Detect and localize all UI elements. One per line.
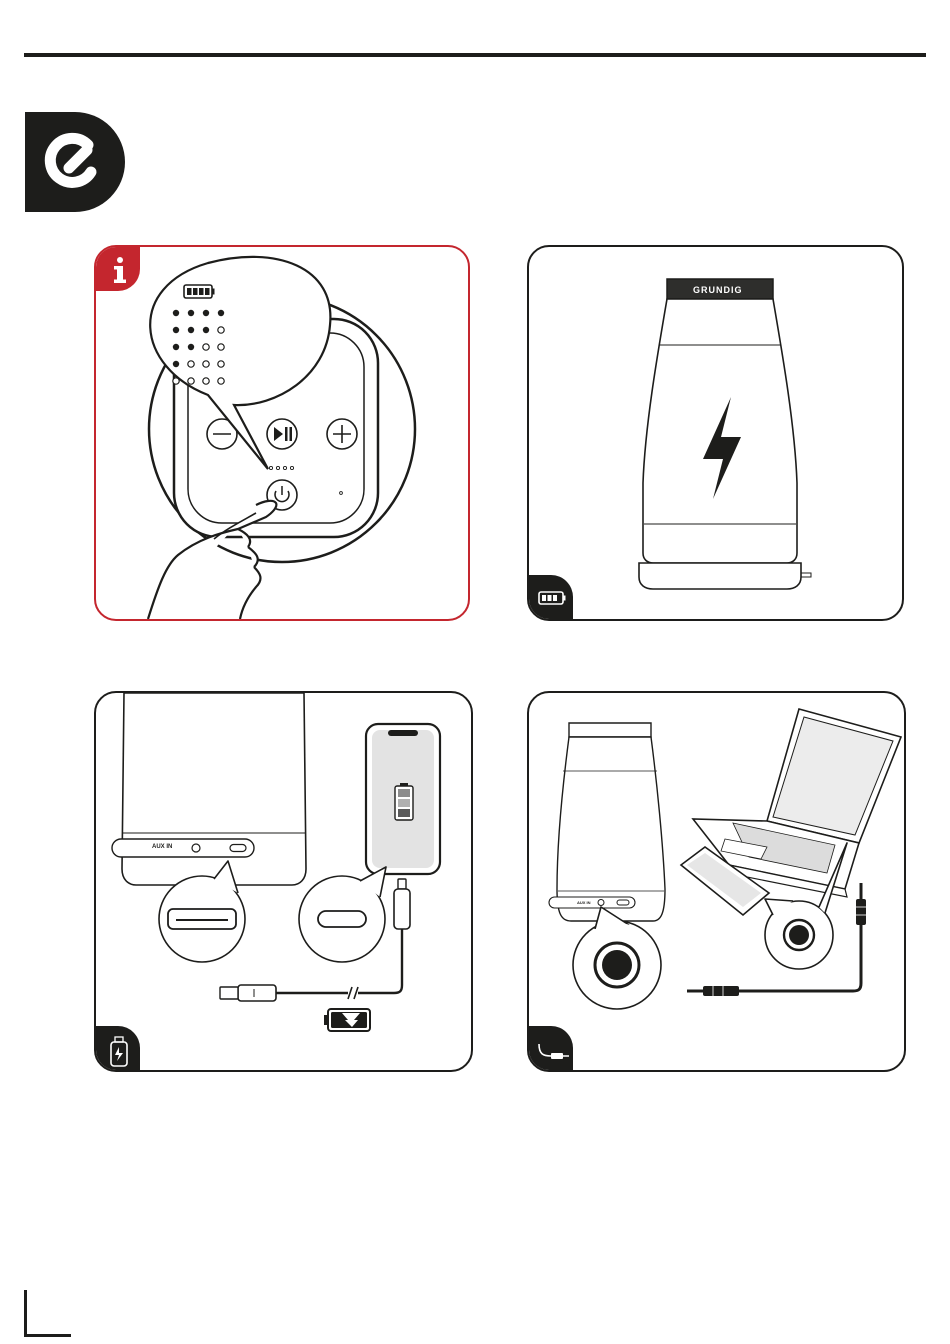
panel-usb-phone-charging: AUX IN [94, 691, 473, 1072]
battery-led-dot [203, 378, 209, 384]
battery-full-icon [529, 575, 573, 619]
aux-in-port-label: AUX IN [152, 844, 172, 850]
panel-charging-speaker: GRUNDIG [527, 245, 904, 621]
play-pause-icon [267, 419, 297, 449]
section-badge [25, 112, 125, 212]
crop-mark-horizontal [24, 1334, 71, 1337]
battery-led-dot [173, 378, 179, 384]
battery-led-dot [173, 344, 179, 350]
panel-aux-connection: AUX IN [527, 691, 906, 1072]
battery-led-dot [188, 344, 194, 350]
battery-led-dot [173, 361, 179, 367]
battery-led-dot [188, 327, 194, 333]
battery-led-dot [188, 361, 194, 367]
usb-charging-illustration [96, 693, 471, 1070]
3-5mm-jack-icon [856, 883, 866, 925]
battery-led-dot [203, 327, 209, 333]
usb-c-plug-icon [394, 879, 410, 929]
speaker-port-strip [112, 839, 254, 857]
battery-led-dot [218, 310, 224, 316]
battery-led-dot [188, 310, 194, 316]
battery-charging-icon [324, 1009, 370, 1031]
info-icon [96, 247, 140, 291]
brand-logo-text: GRUNDIG [693, 285, 743, 295]
battery-full-icon [184, 285, 215, 298]
aux-in-port-label: AUX IN [577, 900, 591, 905]
crop-mark-vertical [24, 1290, 27, 1336]
battery-led-dot [218, 361, 224, 367]
plus-icon [327, 419, 357, 449]
connection-link-icon [25, 112, 125, 212]
usb-a-plug-icon [220, 985, 276, 1001]
battery-led-dot [173, 327, 179, 333]
speaker-top-illustration [96, 247, 468, 619]
panel-power-battery-level [94, 245, 470, 621]
speaker-on-base-illustration [529, 247, 902, 619]
battery-led-dot [218, 378, 224, 384]
battery-led-dot [203, 361, 209, 367]
top-rule [24, 53, 926, 57]
aux-connection-illustration [529, 693, 904, 1070]
usb-power-bank-icon [96, 1026, 140, 1070]
battery-led-dot [203, 344, 209, 350]
phone-battery-charging-icon [395, 783, 413, 820]
battery-led-dot [173, 310, 179, 316]
battery-led-dot [203, 310, 209, 316]
battery-led-dot [218, 327, 224, 333]
speaker-port-strip [549, 897, 635, 908]
battery-led-dot [188, 378, 194, 384]
3-5mm-jack-icon [687, 986, 739, 996]
aux-cable-icon [529, 1026, 573, 1070]
battery-led-dot [218, 344, 224, 350]
